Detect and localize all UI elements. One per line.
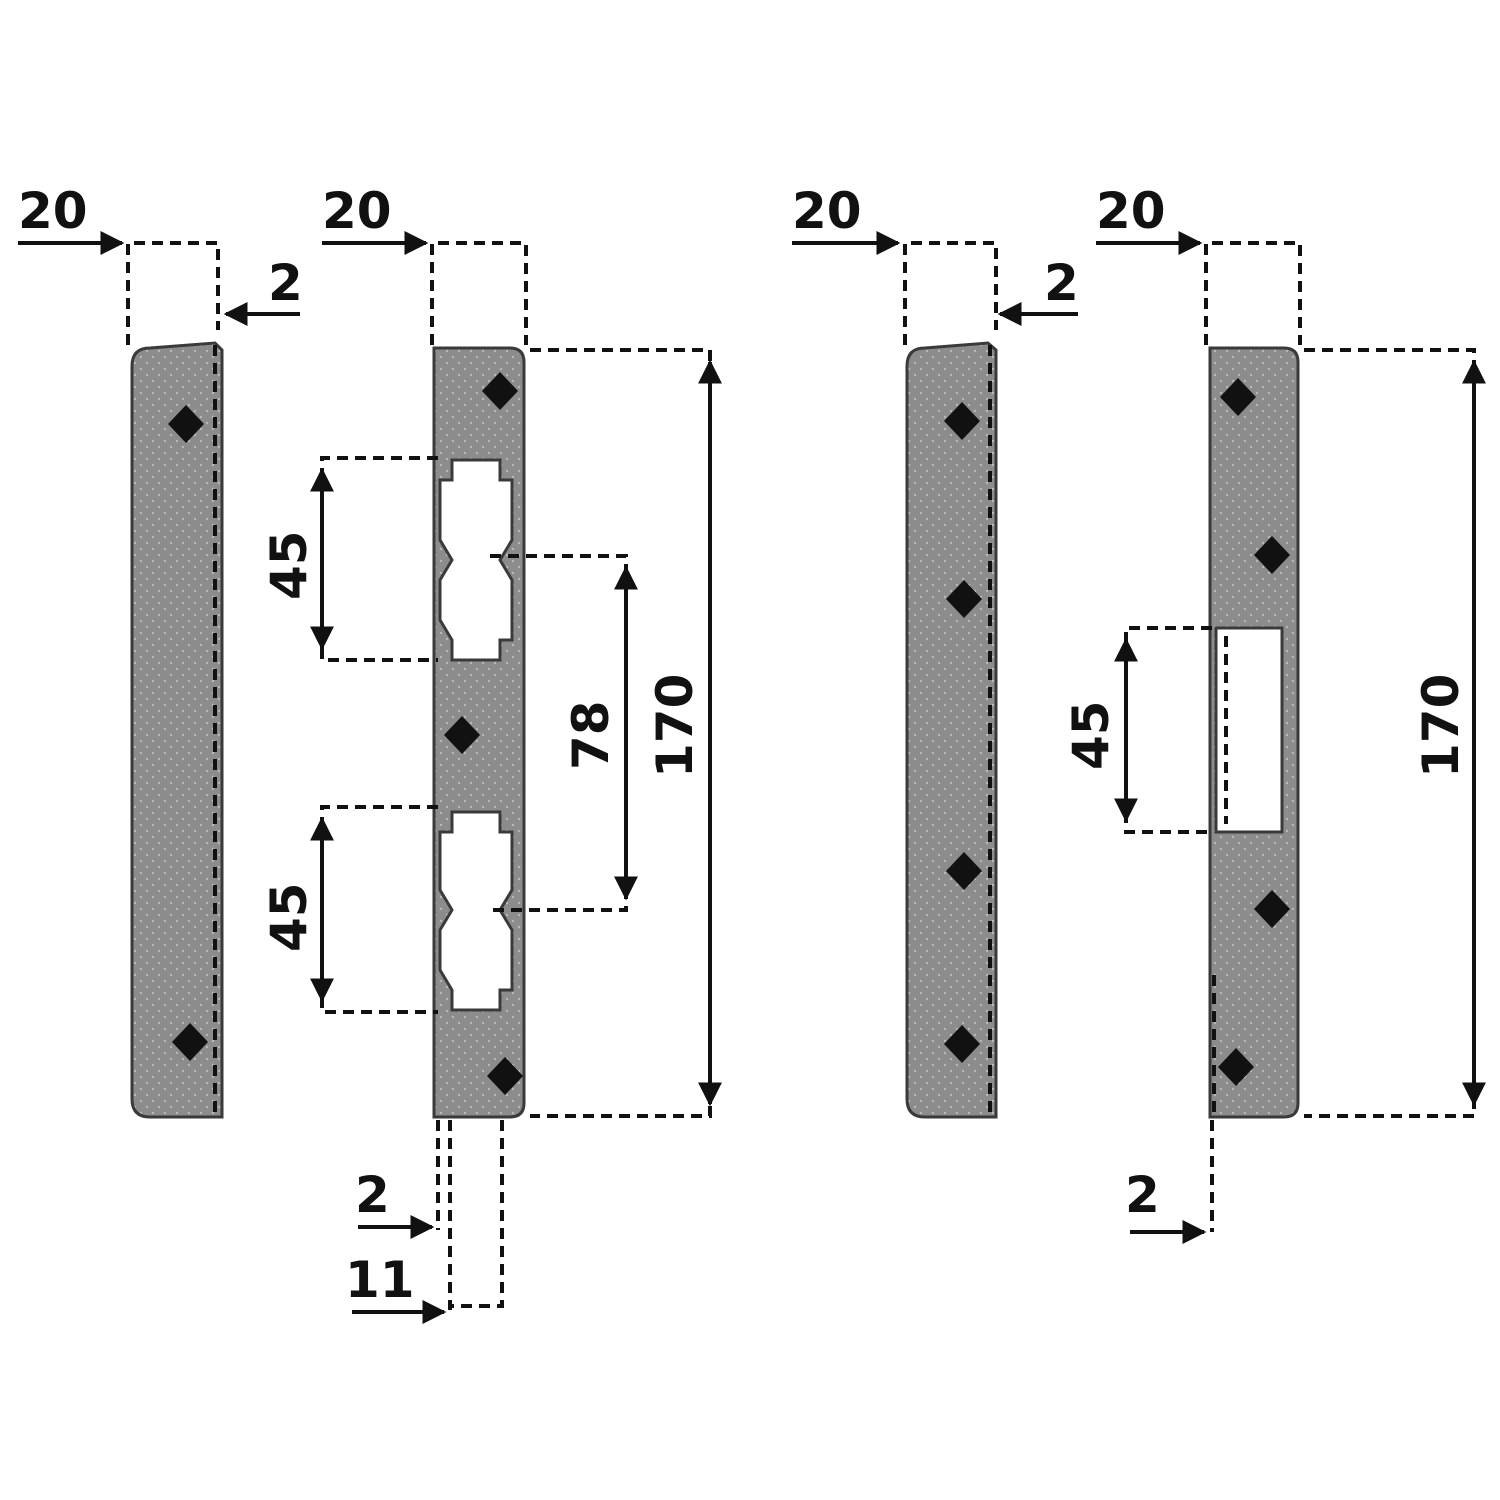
plate-1-width-label: 20 [18, 182, 88, 240]
plate-1-screw-top-icon [168, 405, 204, 443]
plate-3-screw-3-icon [946, 852, 982, 890]
plate-4: 20 45 170 2 [1062, 182, 1486, 1244]
plate-3: 20 2 [792, 182, 1079, 1119]
plate-4-screw-4-icon [1218, 1048, 1254, 1086]
plate-2-screw-top-icon [482, 372, 518, 410]
plate-4-opening-extension [1124, 626, 1212, 834]
plate-2-depth-extension [450, 1120, 504, 1308]
plate-4-opening-label: 45 [1062, 700, 1120, 770]
plate-4-width-extension [1204, 241, 1302, 345]
plate-2-spacing-label: 78 [562, 700, 620, 770]
plate-2-upper-opening-extension [320, 456, 438, 662]
plate-3-width-extension [903, 241, 998, 345]
plate-2-depth-label: 11 [345, 1251, 415, 1309]
plate-2-offset-label: 2 [355, 1166, 390, 1224]
plate-2-height-label: 170 [646, 674, 704, 778]
plate-2-upper-opening-label: 45 [260, 530, 318, 600]
plate-4-screw-1-icon [1220, 378, 1256, 416]
plate-4-height-label: 170 [1412, 674, 1470, 778]
plate-2-lower-opening-label: 45 [260, 882, 318, 952]
plate-2-lower-opening [438, 810, 514, 1012]
plate-2-screw-bottom-icon [487, 1057, 523, 1095]
plate-2-width-label: 20 [322, 182, 392, 240]
plate-4-screw-3-icon [1254, 890, 1290, 928]
plate-2-width-extension [430, 241, 528, 345]
plate-4-screw-2-icon [1254, 536, 1290, 574]
plate-3-screw-2-icon [946, 580, 982, 618]
plate-1-screw-bottom-icon [172, 1023, 208, 1061]
plate-4-width-label: 20 [1096, 182, 1166, 240]
plate-3-screw-4-icon [944, 1025, 980, 1063]
plate-4-offset-label: 2 [1125, 1166, 1160, 1224]
plate-3-screw-1-icon [944, 402, 980, 440]
plate-2: 20 45 45 78 170 2 11 [260, 182, 722, 1324]
plate-1: 20 2 [18, 182, 303, 1119]
plate-1-body [130, 341, 224, 1119]
plate-2-lower-opening-extension [320, 805, 438, 1014]
plate-1-width-extension [126, 241, 220, 345]
plate-3-body [905, 341, 998, 1119]
plate-3-width-label: 20 [792, 182, 862, 240]
plate-2-upper-opening [438, 458, 514, 662]
plate-3-offset-label: 2 [1044, 254, 1079, 312]
plate-1-offset-label: 2 [268, 254, 303, 312]
plate-2-screw-middle-icon [444, 716, 480, 754]
